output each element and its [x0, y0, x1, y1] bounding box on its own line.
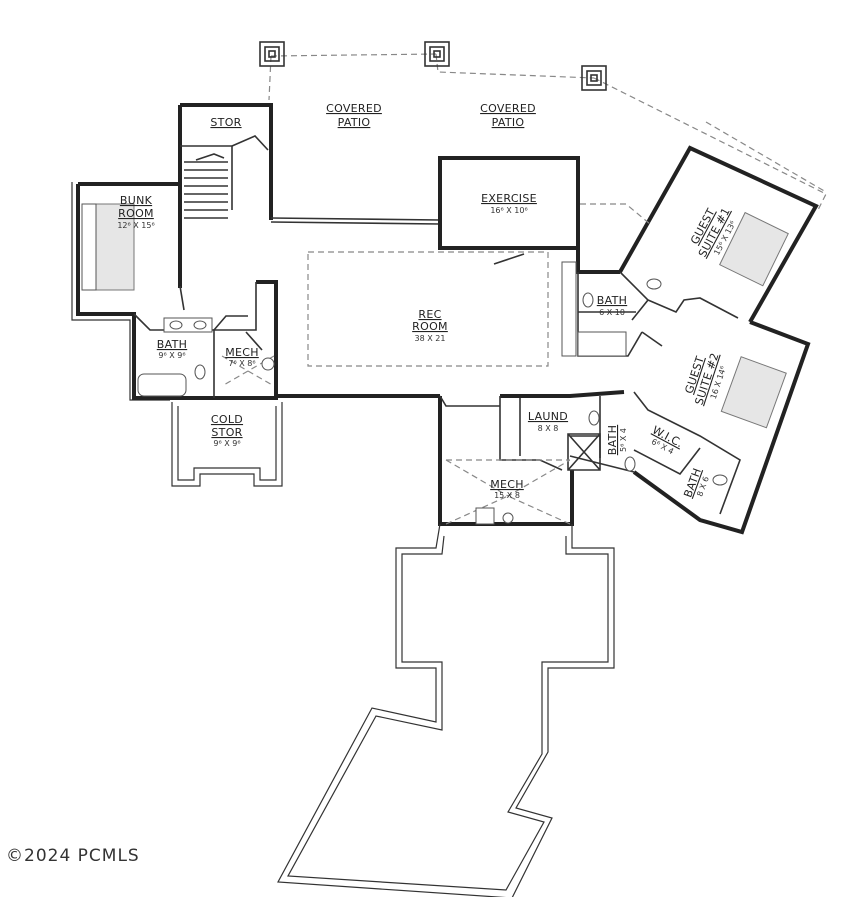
toilet: [194, 364, 206, 380]
label-bath-guest: BATH 5⁶ X 4: [606, 425, 628, 455]
patio-outline: [268, 53, 827, 211]
label-cold-stor: COLD STOR 9⁶ X 9⁶: [211, 413, 243, 448]
svg-text:9⁶ X 9⁶: 9⁶ X 9⁶: [158, 351, 185, 360]
svg-text:ROOM: ROOM: [118, 207, 154, 220]
svg-text:BATH: BATH: [157, 338, 187, 351]
svg-text:PATIO: PATIO: [338, 116, 371, 129]
label-bath-center: BATH 6 X 10: [597, 294, 627, 317]
label-wic: W.I.C. 6⁶ X 4: [650, 423, 685, 456]
label-covered-patio-left: COVERED PATIO: [326, 102, 382, 129]
svg-text:12⁶ X 15⁶: 12⁶ X 15⁶: [117, 221, 154, 230]
svg-text:LAUND: LAUND: [528, 410, 568, 423]
svg-text:8 X 8: 8 X 8: [538, 424, 559, 433]
svg-text:COVERED: COVERED: [480, 102, 536, 115]
rec-room-outline: [307, 251, 549, 367]
svg-text:REC: REC: [418, 308, 441, 321]
guest-suite-1-bed: [719, 211, 789, 287]
label-laund: LAUND 8 X 8: [528, 410, 568, 433]
patio-post-3: [581, 65, 607, 91]
svg-text:PATIO: PATIO: [492, 116, 525, 129]
svg-text:MECH: MECH: [225, 346, 259, 359]
bathtub: [137, 373, 187, 397]
svg-text:MECH: MECH: [490, 478, 524, 491]
svg-text:5⁶ X 4: 5⁶ X 4: [619, 428, 628, 452]
patio-post-2: [424, 41, 450, 67]
svg-text:6 X 10: 6 X 10: [599, 308, 625, 317]
svg-text:STOR: STOR: [211, 426, 242, 439]
staircase: [184, 153, 228, 219]
label-bath-suite-2: BATH 8 X 6: [681, 466, 710, 499]
label-covered-patio-right: COVERED PATIO: [480, 102, 536, 129]
svg-text:38 X 21: 38 X 21: [415, 334, 446, 343]
label-exercise: EXERCISE 16⁶ X 10⁶: [481, 192, 537, 215]
svg-text:9⁶ X 9⁶: 9⁶ X 9⁶: [213, 439, 240, 448]
label-guest-suite-2: GUEST SUITE #2 16 X 14⁶: [683, 351, 728, 406]
label-mech-center: MECH 15 X 8: [490, 478, 524, 500]
svg-text:ROOM: ROOM: [412, 320, 448, 333]
svg-text:BATH: BATH: [606, 425, 619, 455]
label-bunk-room: BUNK ROOM 12⁶ X 15⁶: [117, 194, 154, 230]
mech-center-outline: [445, 459, 571, 525]
guest-suite-2-bed: [720, 356, 787, 429]
svg-text:EXERCISE: EXERCISE: [481, 192, 537, 205]
lower-exterior: [277, 523, 615, 897]
label-rec-room: REC ROOM 38 X 21: [412, 308, 448, 343]
svg-text:COLD: COLD: [211, 413, 243, 426]
shower: [577, 331, 627, 357]
label-stor: STOR: [210, 116, 241, 129]
fixtures: [81, 203, 789, 525]
label-mech-left: MECH 7⁶ X 8⁶: [225, 346, 259, 368]
svg-text:16⁶ X 10⁶: 16⁶ X 10⁶: [490, 206, 527, 215]
water-heater: [261, 357, 275, 371]
interior-walls: [133, 135, 741, 515]
svg-text:BUNK: BUNK: [120, 194, 153, 207]
copyright-text: ©2024 PCMLS: [6, 846, 140, 866]
svg-text:COVERED: COVERED: [326, 102, 382, 115]
patio-post-1: [259, 41, 285, 67]
svg-text:15 X 8: 15 X 8: [494, 491, 520, 500]
svg-text:BATH: BATH: [597, 294, 627, 307]
svg-text:7⁶ X 8⁶: 7⁶ X 8⁶: [228, 359, 255, 368]
label-bath-left: BATH 9⁶ X 9⁶: [157, 338, 187, 360]
exercise-outline-extension: [580, 203, 651, 225]
